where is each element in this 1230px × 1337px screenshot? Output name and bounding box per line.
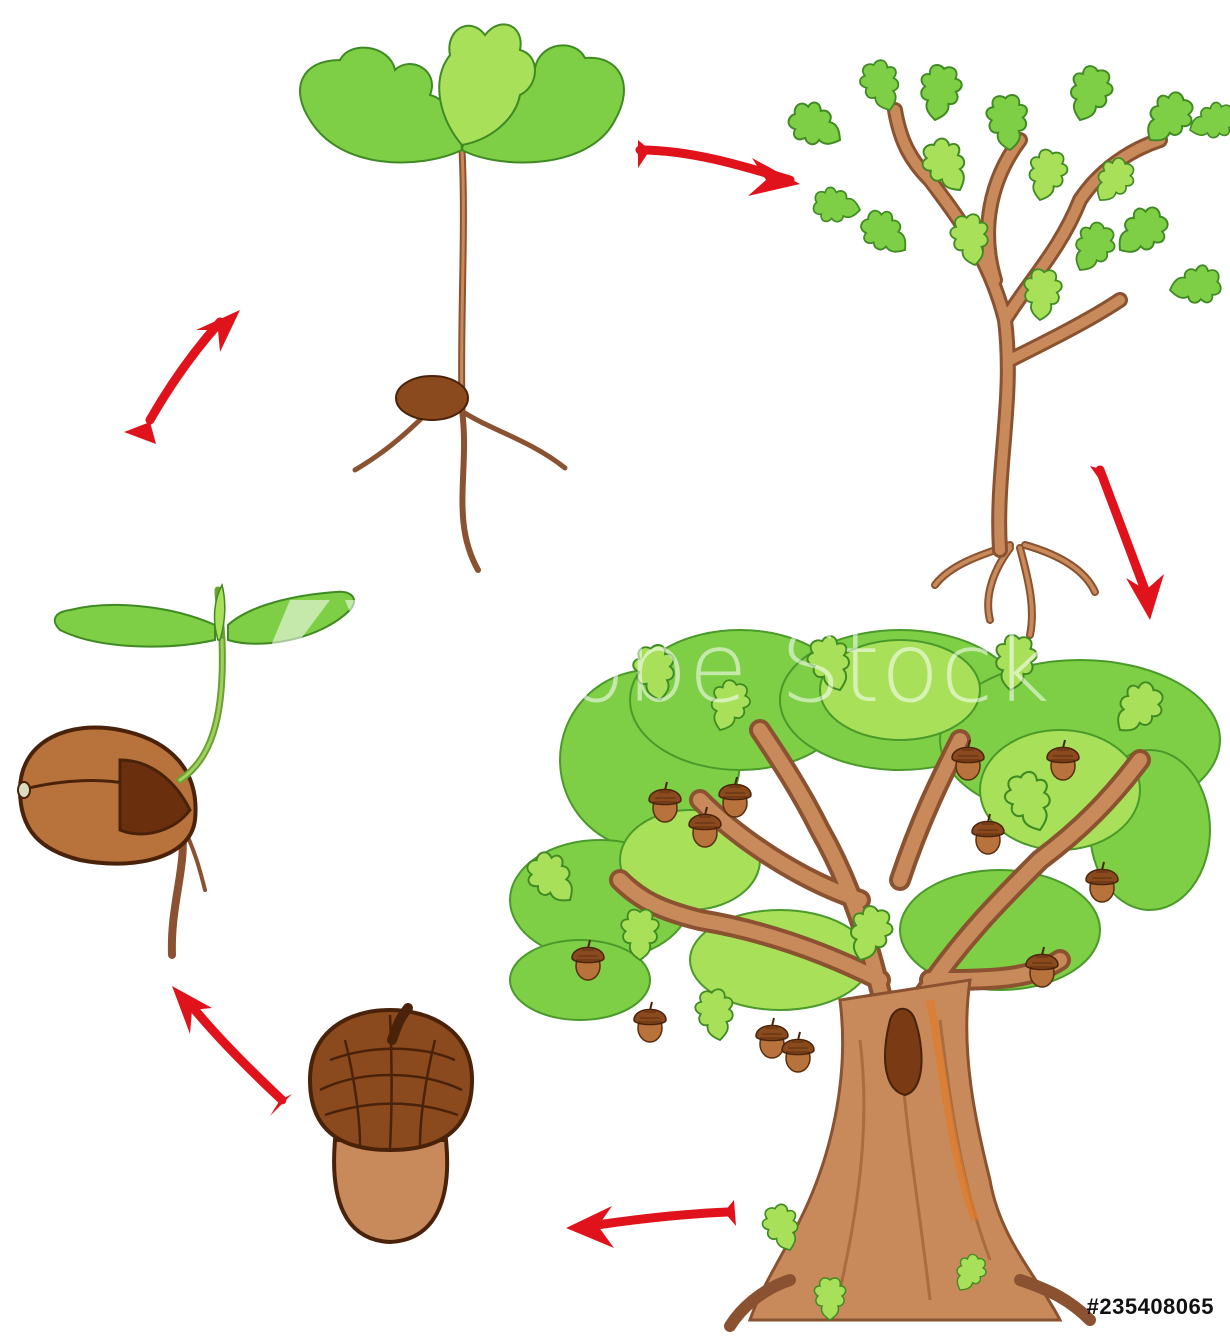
arrow-tree-to-acorn <box>566 1200 736 1248</box>
stage-seedling <box>300 24 624 570</box>
arrow-seedling-to-sapling <box>638 140 800 196</box>
arrow-sapling-to-tree <box>1090 466 1164 620</box>
stage-germinating-acorn <box>18 585 354 955</box>
arrow-acorn-to-germination <box>172 986 292 1116</box>
arrow-germination-to-seedling <box>124 310 240 444</box>
stage-acorn <box>310 1008 472 1242</box>
stage-sapling <box>783 56 1230 635</box>
stock-id-label: #235408065 <box>1087 1294 1214 1320</box>
